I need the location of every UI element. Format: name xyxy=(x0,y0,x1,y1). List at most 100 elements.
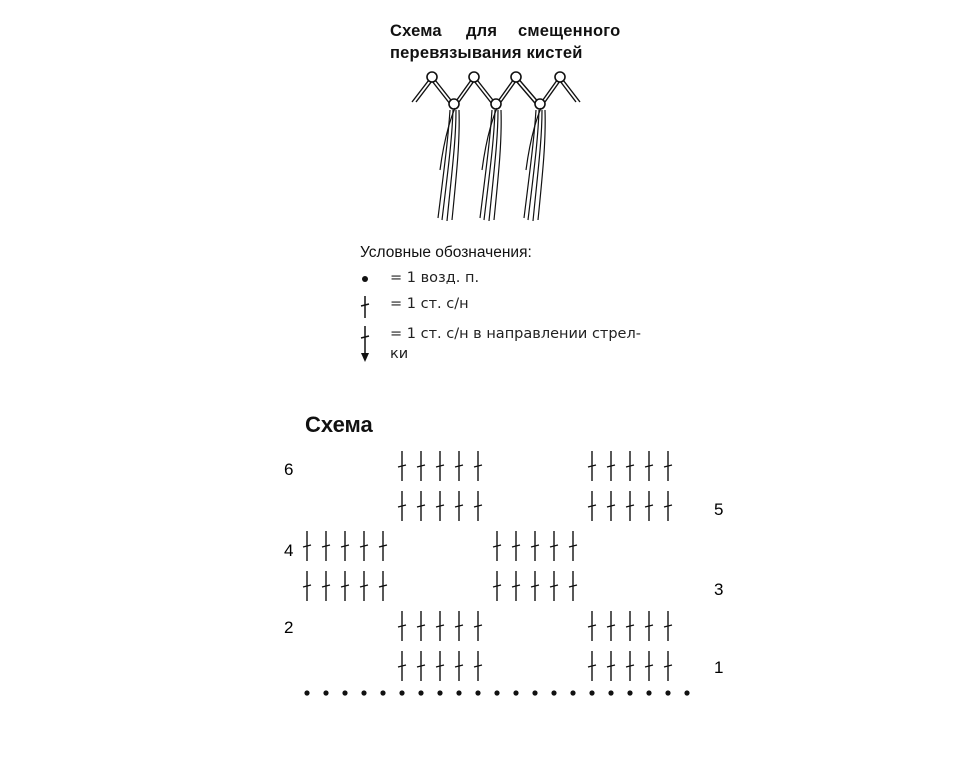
chain-dot xyxy=(608,690,614,696)
dc-stitch-bar xyxy=(530,584,540,588)
chain-dot xyxy=(665,690,671,696)
dc-arrow-stitch-icon xyxy=(360,326,370,362)
row-number-6: 6 xyxy=(284,460,293,479)
chain-dot xyxy=(418,690,424,696)
dc-stitch-bar xyxy=(397,464,407,468)
dc-stitch-bar xyxy=(663,504,673,508)
tassel-knots xyxy=(426,71,566,110)
chart-stitches xyxy=(302,451,690,696)
legend-title: Условные обозначения: xyxy=(360,244,532,261)
dc-stitch-bar xyxy=(397,624,407,628)
tassel-strands xyxy=(437,107,546,222)
dc-stitch-bar xyxy=(606,504,616,508)
dc-stitch-bar xyxy=(549,544,559,548)
chain-dot xyxy=(342,690,348,696)
legend-text-dc-arrow: = 1 ст. с/н в направлении стрел-ки xyxy=(390,326,641,362)
dc-stitch-bar xyxy=(473,504,483,508)
crochet-chart: 6 4 2 5 3 1 xyxy=(284,451,723,696)
dc-stitch-bar xyxy=(378,584,388,588)
chain-dot xyxy=(551,690,557,696)
dc-stitch-bar xyxy=(625,624,635,628)
dc-stitch-bar xyxy=(644,504,654,508)
schema-title: Схема xyxy=(305,412,373,437)
dc-stitch-bar xyxy=(587,504,597,508)
dc-stitch-bar xyxy=(530,544,540,548)
chain-dot xyxy=(361,690,367,696)
dc-stitch-bar xyxy=(587,624,597,628)
chain-dot xyxy=(589,690,595,696)
row-number-5: 5 xyxy=(714,500,723,519)
dc-stitch-bar xyxy=(644,624,654,628)
dc-stitch-bar xyxy=(416,464,426,468)
dc-stitch-bar xyxy=(435,464,445,468)
row-number-2: 2 xyxy=(284,618,293,637)
dc-stitch-bar xyxy=(568,544,578,548)
dc-stitch-bar xyxy=(340,584,350,588)
dc-stitch-bar xyxy=(663,624,673,628)
dc-stitch-bar xyxy=(454,664,464,668)
dc-stitch-bar xyxy=(321,544,331,548)
row-number-4: 4 xyxy=(284,541,293,560)
dot-icon xyxy=(362,276,368,282)
dc-stitch-bar xyxy=(435,504,445,508)
legend-item-chain: = 1 возд. п. xyxy=(360,268,645,294)
chain-dot xyxy=(627,690,633,696)
title-line-2: перевязывания кистей xyxy=(390,44,583,62)
dc-stitch-bar xyxy=(511,544,521,548)
dc-stitch-bar xyxy=(511,584,521,588)
legend-text-dc: = 1 ст. с/н xyxy=(390,296,469,312)
legend-item-dc: = 1 ст. с/н xyxy=(360,294,645,324)
dc-stitch-bar xyxy=(416,664,426,668)
dc-stitch-bar xyxy=(321,584,331,588)
dc-stitch-bar xyxy=(492,544,502,548)
dc-stitch-bar xyxy=(416,624,426,628)
dc-stitch-bar xyxy=(587,464,597,468)
dc-stitch-bar xyxy=(473,624,483,628)
dc-stitch-bar xyxy=(378,544,388,548)
chain-dot xyxy=(437,690,443,696)
dc-stitch-bar xyxy=(397,504,407,508)
legend-item-dc-arrow: = 1 ст. с/н в направлении стрел-ки xyxy=(360,324,645,364)
dc-stitch-bar xyxy=(663,464,673,468)
dc-stitch-bar xyxy=(435,664,445,668)
dc-stitch-bar xyxy=(549,584,559,588)
dc-stitch-bar xyxy=(625,664,635,668)
dc-stitch-bar xyxy=(606,664,616,668)
dc-stitch-bar xyxy=(359,584,369,588)
dc-stitch-icon xyxy=(360,296,370,318)
dc-stitch-bar xyxy=(473,664,483,668)
row-numbers: 6 4 2 5 3 1 xyxy=(284,460,723,677)
dc-stitch-bar xyxy=(606,464,616,468)
dc-stitch-bar xyxy=(644,464,654,468)
dc-stitch-bar xyxy=(435,624,445,628)
dc-stitch-bar xyxy=(644,664,654,668)
chain-dot xyxy=(475,690,481,696)
chain-dot xyxy=(570,690,576,696)
title-word-2: для xyxy=(466,22,498,40)
dc-stitch-bar xyxy=(454,464,464,468)
dc-stitch-bar xyxy=(606,624,616,628)
dc-stitch-bar xyxy=(625,504,635,508)
chain-dot xyxy=(323,690,329,696)
row-number-3: 3 xyxy=(714,580,723,599)
dc-stitch-bar xyxy=(359,544,369,548)
chain-dot xyxy=(456,690,462,696)
chain-dot xyxy=(646,690,652,696)
chain-dot xyxy=(513,690,519,696)
legend-text-chain: = 1 возд. п. xyxy=(390,270,480,286)
chain-dot xyxy=(494,690,500,696)
dc-stitch-bar xyxy=(454,504,464,508)
dc-stitch-bar xyxy=(302,584,312,588)
chain-dot xyxy=(399,690,405,696)
chain-dot xyxy=(532,690,538,696)
dc-stitch-bar xyxy=(568,584,578,588)
title-word-1: Схема xyxy=(390,22,442,40)
title-word-3: смещенного xyxy=(518,22,621,40)
dc-stitch-bar xyxy=(454,624,464,628)
chain-dot xyxy=(684,690,690,696)
chain-dot xyxy=(380,690,386,696)
dc-stitch-bar xyxy=(625,464,635,468)
tassel-diagram-title: Схема для смещенного перевязывания кистей xyxy=(390,20,620,64)
row-number-1: 1 xyxy=(714,658,723,677)
dc-stitch-bar xyxy=(340,544,350,548)
